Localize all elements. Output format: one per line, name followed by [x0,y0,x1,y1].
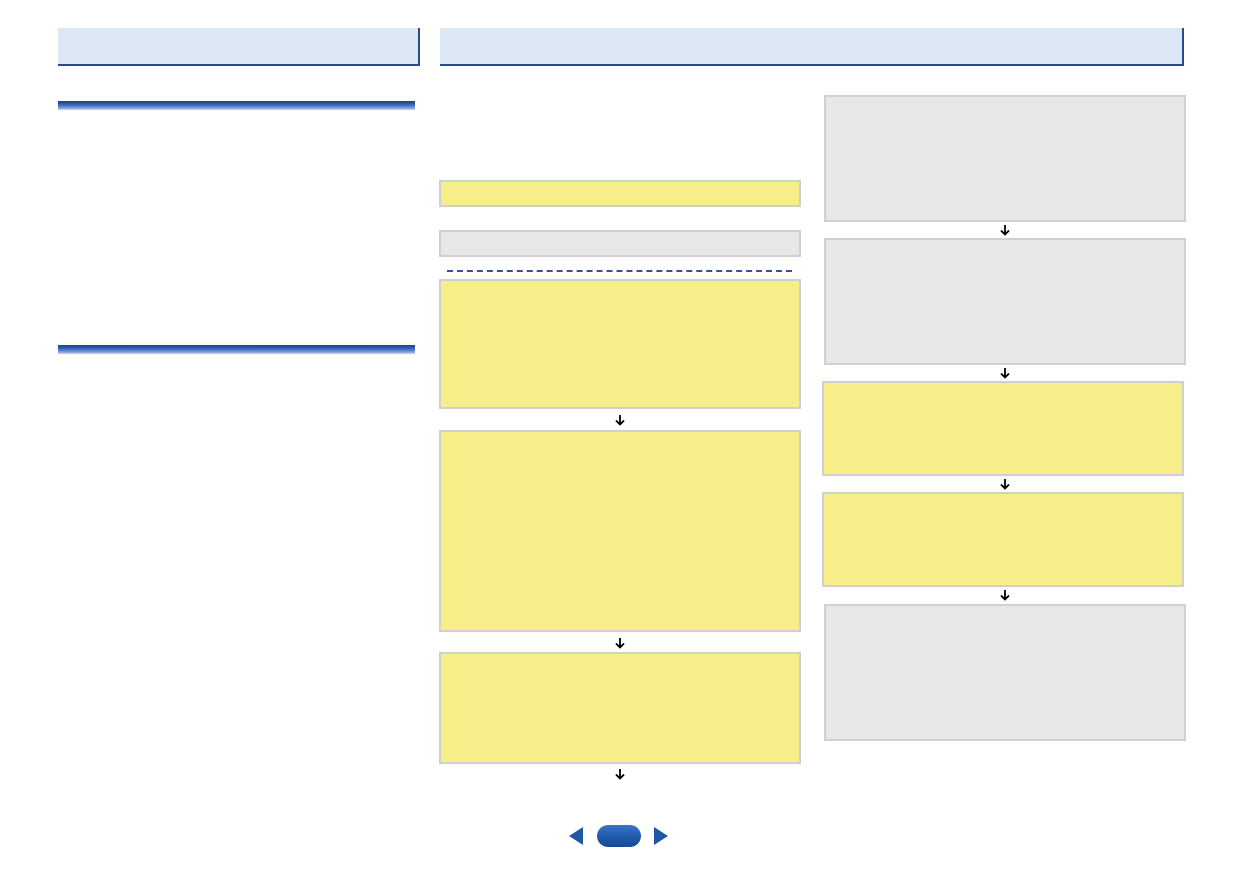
flow-intro-text [440,95,800,165]
flow-box-right-1 [824,95,1186,222]
down-arrow-icon [1000,479,1010,490]
flow-box-left-2 [439,230,801,257]
flow-box-left-5 [439,652,801,764]
section-rule-1 [58,101,415,110]
flow-box-right-5 [824,604,1186,741]
flow-box-left-4 [439,430,801,632]
triangle-left-icon[interactable] [567,826,585,846]
flow-box-right-2 [824,238,1186,365]
section-rule-2 [58,345,415,354]
right-header-bar [440,28,1184,66]
down-arrow-icon [615,415,625,426]
down-arrow-icon [615,769,625,780]
triangle-right-icon[interactable] [652,826,670,846]
down-arrow-icon [615,638,625,649]
left-header-bar [58,28,420,66]
flow-box-right-4 [822,492,1184,587]
flow-box-right-3 [822,381,1184,476]
page-button[interactable] [597,825,641,847]
flow-box-left-3 [439,279,801,409]
down-arrow-icon [1000,590,1010,601]
flow-box-left-1 [439,180,801,207]
down-arrow-icon [1000,368,1010,379]
down-arrow-icon [1000,225,1010,236]
dashed-divider [447,270,792,272]
